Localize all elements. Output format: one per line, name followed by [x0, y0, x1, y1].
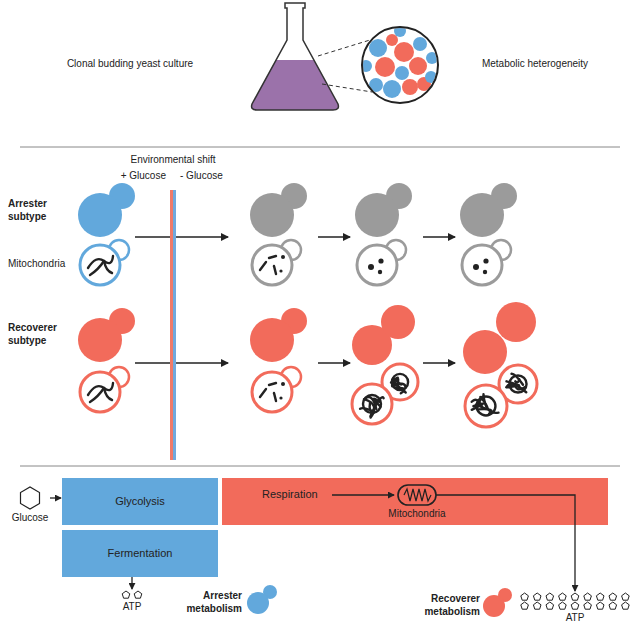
yeast-cell [413, 37, 427, 51]
panel-caption: Metabolic heterogeneity [455, 58, 615, 71]
node-label: ATP [516, 612, 634, 624]
mitochondria-cell [465, 385, 507, 427]
shift-bar [173, 190, 176, 460]
shift-bar [170, 190, 173, 460]
product-node: ATP [112, 590, 152, 618]
glucose-symbol [10, 486, 50, 512]
flow-arrow [50, 497, 61, 498]
magnifier-ground [362, 27, 438, 103]
yeast-cell [250, 183, 307, 237]
flow-arrow [332, 494, 394, 495]
flow-arrow [131, 577, 132, 589]
yeast-cell [409, 57, 427, 75]
yeast-cell [383, 80, 401, 98]
yeast-cell [369, 39, 387, 57]
time-arrow [318, 362, 350, 364]
yeast-cell [460, 183, 517, 237]
yeast-cell [402, 79, 418, 95]
metabolism-label: Arrester metabolism [176, 590, 242, 615]
flow-line [436, 495, 575, 525]
substrate-node: Glucose [10, 486, 50, 530]
time-arrow [318, 236, 350, 238]
node-label: Glycolysis [115, 495, 165, 508]
axis-label: Environmental shift [113, 154, 233, 167]
yeast-cell [483, 588, 512, 617]
flow-arrow [574, 525, 575, 591]
mitochondria-cell [462, 240, 511, 285]
yeast-cell [78, 308, 135, 362]
node-label: Glucose [10, 512, 50, 524]
node-label: ATP [112, 601, 152, 613]
yeast-cell [375, 57, 395, 77]
time-arrow [423, 362, 455, 364]
yeast-cell [386, 34, 398, 46]
mitochondria-cell [352, 384, 392, 424]
condition-label: - Glucose [180, 170, 240, 183]
time-arrow [135, 362, 228, 364]
mitochondrion-symbol [398, 485, 436, 505]
node-label: Fermentation [108, 547, 173, 560]
yeast-cell [355, 183, 412, 237]
condition-label: + Glucose [108, 170, 166, 183]
time-arrow [423, 236, 455, 238]
part-label: Mitochondria [8, 258, 78, 271]
metabolism-label: Recoverer metabolism [408, 593, 480, 618]
zoom-lines [318, 40, 372, 92]
yeast-cell [463, 330, 507, 374]
yeast-cell [496, 302, 536, 342]
yeast-cell [394, 42, 414, 62]
mitochondria-cell [252, 367, 301, 412]
panel-caption: Clonal budding yeast culture [40, 58, 220, 71]
mitochondria-cell [252, 240, 301, 285]
yeast-cell [395, 66, 409, 80]
product-node: ATP [516, 592, 634, 626]
yeast-cell [247, 585, 277, 614]
atp-symbols [516, 592, 634, 612]
flask [252, 3, 339, 110]
mitochondria-cell [357, 240, 406, 285]
atp-symbols [112, 590, 152, 601]
part-label: Mitochondria [387, 508, 447, 520]
pathway-box: Glycolysis [62, 478, 218, 525]
yeast-cell [78, 183, 135, 237]
subtype-label: Recoverer subtype [8, 322, 70, 347]
node-label: Respiration [262, 488, 318, 501]
time-arrow [135, 236, 228, 238]
mitochondria-cell [80, 367, 129, 412]
mitochondria-cell [80, 240, 129, 285]
magnified-cells [360, 25, 438, 98]
magnifier [362, 27, 438, 103]
subtype-label: Arrester subtype [8, 198, 68, 223]
yeast-cell [250, 308, 307, 362]
cristae [404, 489, 431, 501]
pathway-band: RespirationMitochondria [222, 478, 608, 525]
separator [20, 147, 620, 466]
pathway-box: Fermentation [62, 530, 218, 577]
yeast-cell [381, 305, 415, 339]
